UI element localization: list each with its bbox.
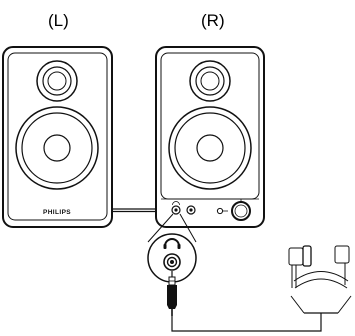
headphone-plug (167, 271, 177, 316)
control-panel (161, 198, 259, 221)
headphone-icon (172, 201, 180, 206)
left-woofer (15, 106, 99, 190)
zoom-callout (147, 213, 197, 243)
left-tweeter (36, 60, 78, 102)
aux-in-jack[interactable] (186, 205, 196, 215)
right-speaker (155, 46, 265, 228)
headphones (288, 245, 350, 289)
brand-logo: PHILIPS (43, 209, 71, 216)
left-speaker-label: (L) (48, 11, 69, 30)
magnified-headphone-jack (147, 233, 197, 283)
left-speaker: PHILIPS (2, 46, 113, 228)
right-speaker-label: (R) (201, 11, 225, 30)
right-woofer (168, 106, 252, 190)
right-tweeter (189, 60, 231, 102)
headphone-jack[interactable] (171, 205, 181, 215)
headphone-cable (171, 295, 352, 332)
speaker-link-cable (110, 208, 160, 213)
volume-knob-icon[interactable] (231, 199, 251, 221)
power-led-icon (216, 207, 228, 215)
